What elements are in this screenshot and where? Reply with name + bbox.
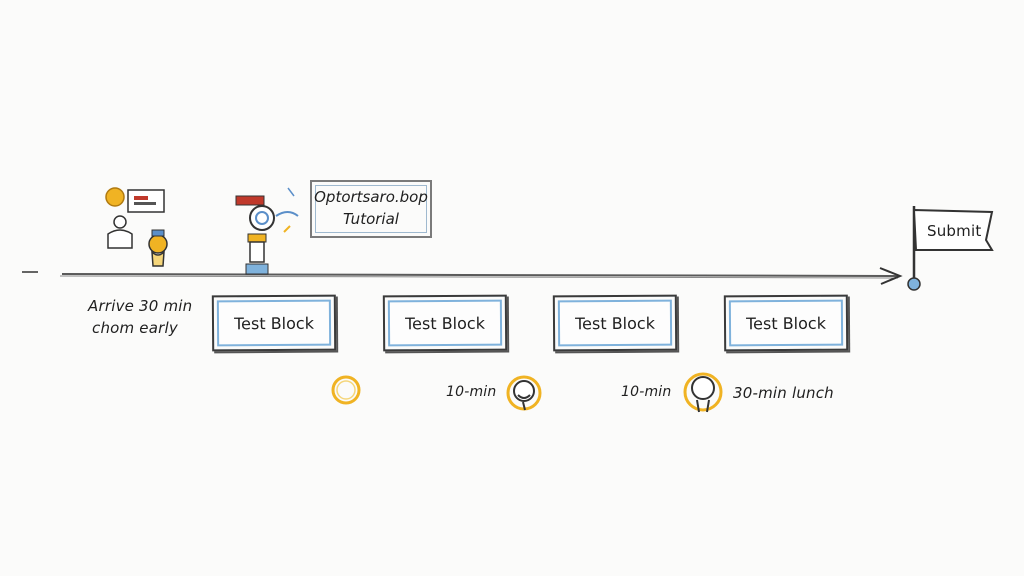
break-1-label: 10-min xyxy=(446,384,497,400)
test-block-2: Test Block xyxy=(382,294,508,352)
test-block-1: Test Block xyxy=(211,294,337,352)
flag-icon xyxy=(907,206,994,291)
microscope-icon xyxy=(235,187,299,275)
tutorial-title-line1: Optortsaro.bop xyxy=(314,188,428,206)
arrowhead-icon xyxy=(879,267,903,285)
tutorial-box: Optortsaro.bop Tutorial xyxy=(310,180,432,238)
break-2-label: 10-min xyxy=(621,384,672,400)
test-block-4: Test Block xyxy=(723,294,849,352)
arrive-label-line2: chom early xyxy=(92,319,178,337)
face-icon xyxy=(506,375,542,411)
submit-label: Submit xyxy=(927,222,982,240)
lunch-label: 30-min lunch xyxy=(733,384,834,402)
tutorial-title-line2: Tutorial xyxy=(343,210,399,228)
person-icon xyxy=(683,372,723,413)
circle-icon xyxy=(331,375,361,405)
person-at-desk-icon xyxy=(105,187,168,267)
arrive-label-line1: Arrive 30 min xyxy=(88,297,193,315)
test-block-3: Test Block xyxy=(552,294,678,352)
